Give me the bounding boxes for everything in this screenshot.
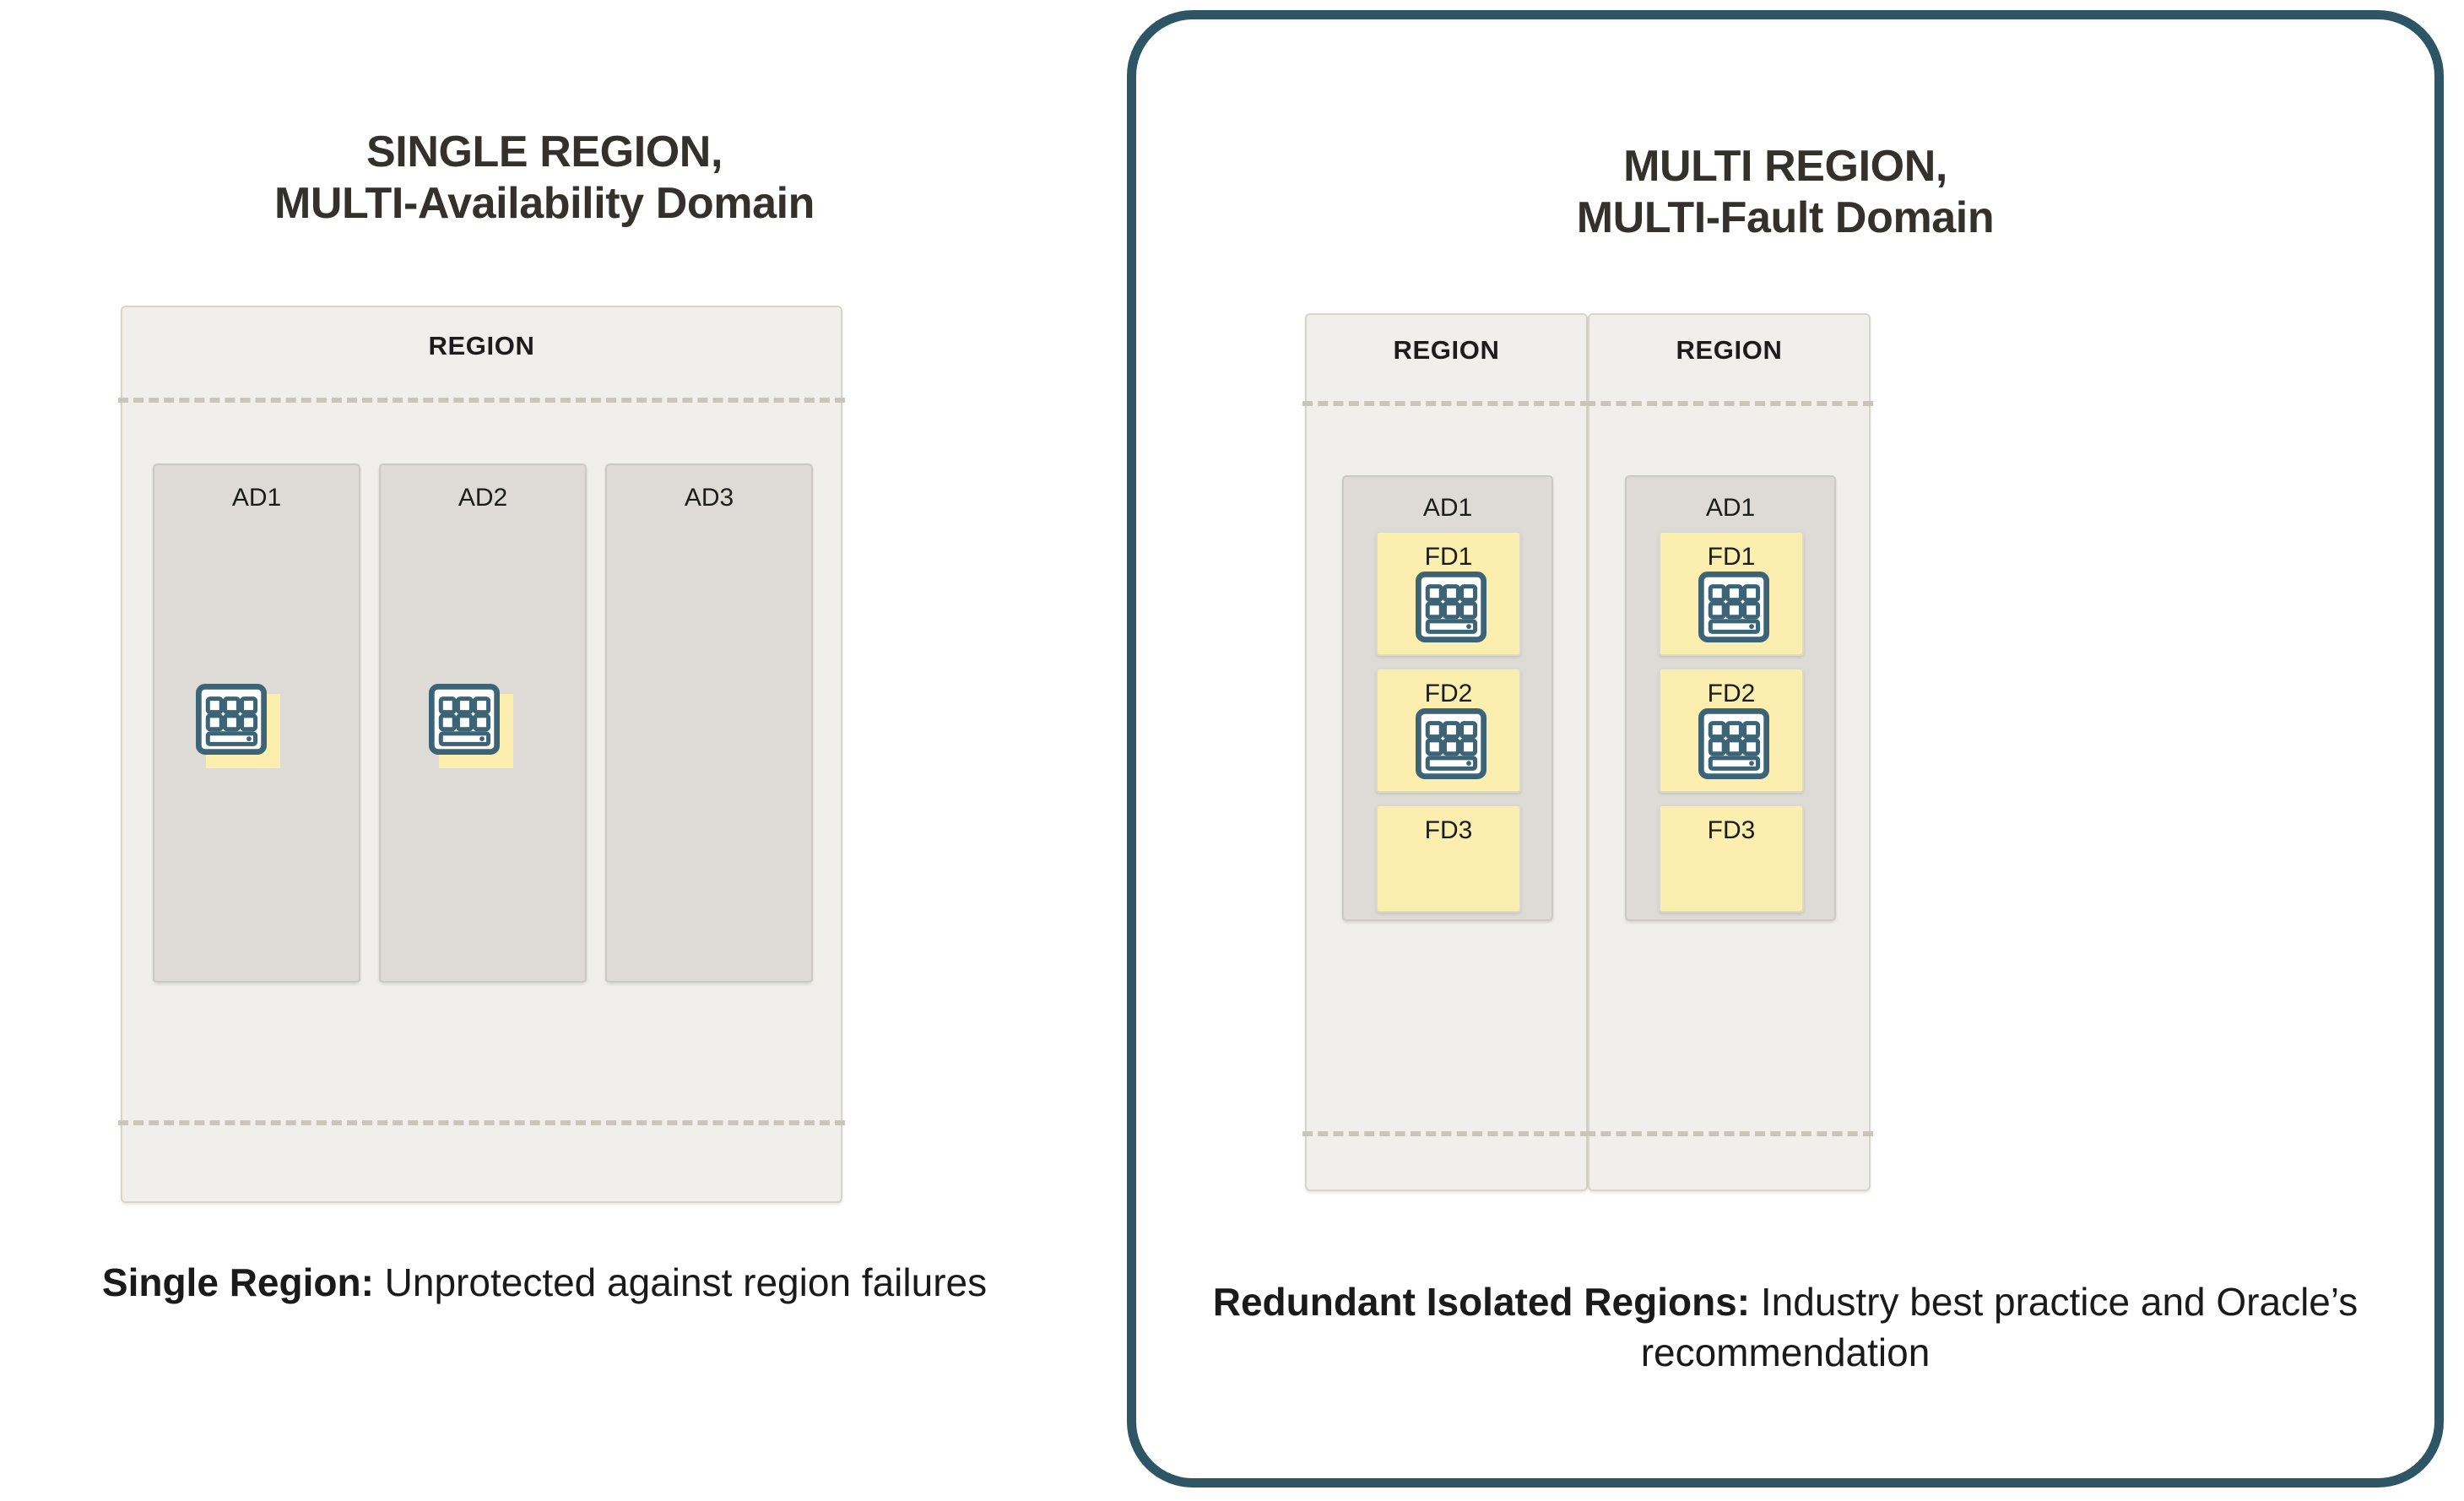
availability-domain-label: AD1 (1422, 494, 1473, 522)
caption-lead: Single Region: (101, 1260, 374, 1304)
server-rack-icon (1698, 708, 1769, 779)
region-box-single: REGION AD1 AD2 (118, 306, 845, 1203)
region-label: REGION (1676, 335, 1783, 365)
fault-domain-box-fd3: FD3 (1376, 805, 1521, 913)
caption-rest: Unprotected against region failures (373, 1260, 988, 1304)
availability-domain-box-ad1: AD1 FD1 FD2 (1625, 475, 1836, 921)
availability-domain-box-ad1: AD1 (153, 463, 360, 983)
region-divider-top (118, 398, 845, 403)
fault-domain-box-fd2: FD2 (1376, 668, 1521, 793)
region-divider-top (1302, 401, 1590, 406)
availability-domain-box-ad3: AD3 (605, 463, 813, 983)
region-divider-bottom (1585, 1131, 1873, 1136)
availability-domain-label: AD1 (231, 484, 282, 512)
caption-rest: Industry best practice and Oracle’s reco… (1640, 1280, 2358, 1374)
server-rack-icon (1416, 708, 1487, 779)
fault-domain-box-fd3: FD3 (1659, 805, 1804, 913)
region-label: REGION (1393, 335, 1500, 365)
fault-domain-label: FD2 (1707, 680, 1756, 707)
region-divider-bottom (118, 1120, 845, 1125)
fault-domain-box-fd1: FD1 (1659, 531, 1804, 656)
region-divider-top (1585, 401, 1873, 406)
availability-domain-label: AD2 (458, 484, 508, 512)
fault-domain-label: FD3 (1707, 816, 1756, 844)
panel-title-multi: MULTI REGION, MULTI-Fault Domain (1576, 142, 1995, 243)
server-rack-icon (1416, 572, 1487, 642)
availability-domain-label: AD1 (1705, 494, 1756, 522)
panel-caption-multi: Redundant Isolated Regions: Industry bes… (1136, 1277, 2434, 1379)
fault-domain-label: FD1 (1707, 543, 1756, 571)
availability-domain-label: AD3 (684, 484, 734, 512)
region-label: REGION (428, 331, 535, 360)
panel-caption-single: Single Region: Unprotected against regio… (0, 1258, 1089, 1309)
fault-domain-box-fd1: FD1 (1376, 531, 1521, 656)
fault-domain-label: FD3 (1424, 816, 1473, 844)
fault-domain-label: FD1 (1424, 543, 1473, 571)
fault-domain-box-fd2: FD2 (1659, 668, 1804, 793)
server-rack-icon (196, 684, 267, 755)
region-box-multi-1: REGION AD1 FD1 FD2 (1302, 313, 1590, 1191)
region-divider-bottom (1302, 1131, 1590, 1136)
panel-single-region: SINGLE REGION, MULTI-Availability Domain… (0, 0, 1089, 1501)
availability-domain-box-ad1: AD1 FD1 FD2 (1342, 475, 1553, 921)
server-rack-icon (429, 684, 500, 755)
server-rack-icon (1698, 572, 1769, 642)
panel-title-single: SINGLE REGION, MULTI-Availability Domain (273, 127, 815, 229)
fault-domain-label: FD2 (1424, 680, 1473, 707)
availability-domain-box-ad2: AD2 (379, 463, 587, 983)
region-box-multi-2: REGION AD1 FD1 FD2 (1585, 313, 1873, 1191)
caption-lead: Redundant Isolated Regions: (1212, 1280, 1751, 1324)
panel-multi-region: MULTI REGION, MULTI-Fault Domain REGION … (1127, 10, 2444, 1487)
